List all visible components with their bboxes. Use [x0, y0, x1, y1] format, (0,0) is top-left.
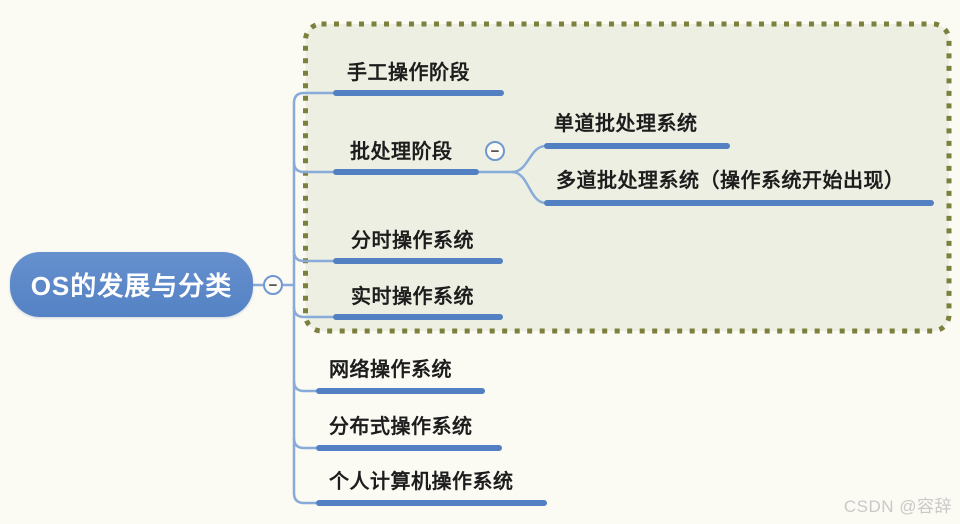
node-personal-computer-os[interactable]: 个人计算机操作系统 — [329, 471, 514, 493]
connector-branch-network — [292, 380, 320, 393]
minus-icon: − — [268, 276, 278, 294]
watermark: CSDN @容辞 — [843, 497, 952, 516]
node-real-time-os[interactable]: 实时操作系统 — [351, 286, 474, 308]
connector-branch-real-time — [292, 306, 336, 319]
node-multi-batch-system[interactable]: 多道批处理系统（操作系统开始出现） — [556, 170, 905, 192]
group-box-classic-stages — [303, 21, 952, 334]
connector-branch-batch — [292, 161, 336, 174]
root-node-os-development[interactable]: OS的发展与分类 — [10, 252, 253, 317]
node-time-sharing-os[interactable]: 分时操作系统 — [351, 230, 474, 252]
node-network-os[interactable]: 网络操作系统 — [329, 359, 452, 381]
connector-fork-multi-batch — [511, 170, 547, 205]
connector-fork-single-batch — [511, 144, 547, 174]
node-manual-operation-stage[interactable]: 手工操作阶段 — [347, 62, 470, 84]
node-batch-processing-stage[interactable]: 批处理阶段 — [350, 141, 453, 163]
connector-trunk — [292, 91, 334, 505]
node-distributed-os[interactable]: 分布式操作系统 — [329, 416, 473, 438]
collapse-button-root[interactable]: − — [263, 275, 283, 295]
branch-underlines — [316, 90, 934, 506]
node-single-batch-system[interactable]: 单道批处理系统 — [554, 113, 698, 135]
connector-branch-time-sharing — [292, 250, 336, 263]
root-node-label: OS的发展与分类 — [30, 271, 233, 301]
connector-lines — [253, 91, 547, 505]
collapse-button-batch-stage[interactable]: − — [485, 141, 505, 161]
connector-branch-distributed — [292, 437, 320, 450]
minus-icon: − — [490, 142, 500, 160]
